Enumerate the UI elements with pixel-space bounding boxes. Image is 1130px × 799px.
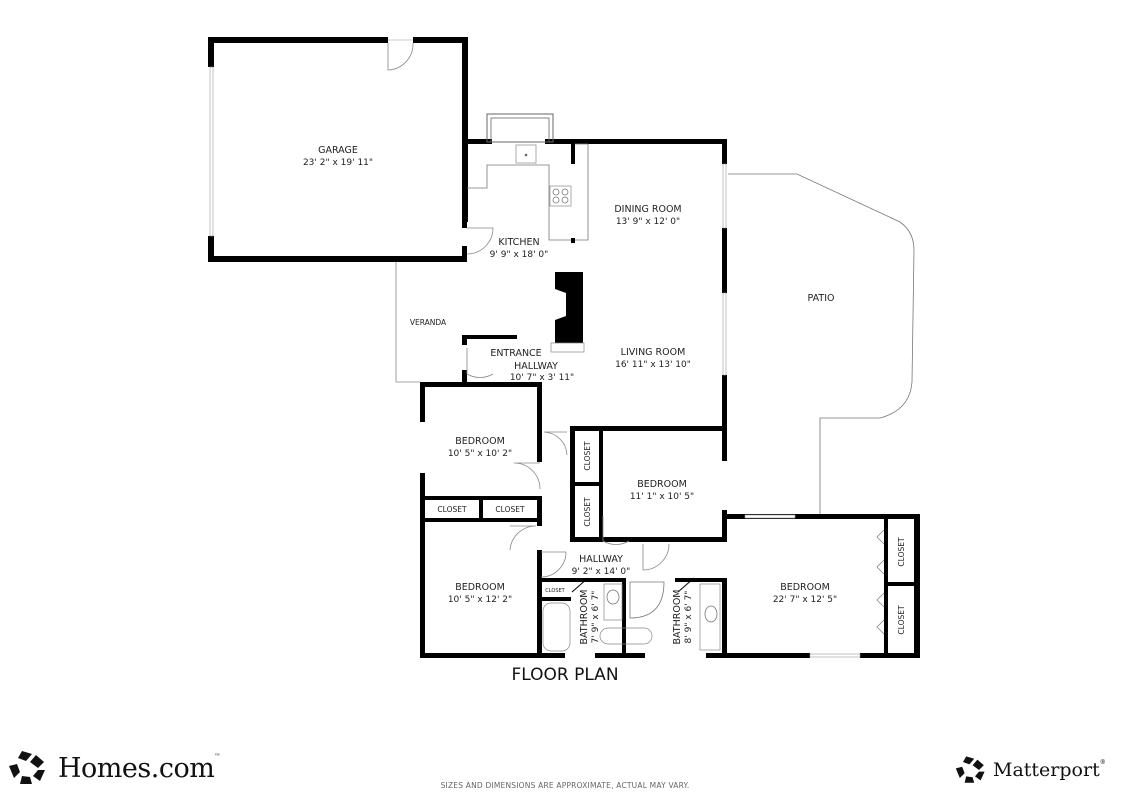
closet-label: CLOSET bbox=[897, 605, 906, 635]
bedroom-1-label: BEDROOM bbox=[455, 436, 505, 447]
bedroom-2-label: BEDROOM bbox=[637, 479, 687, 490]
floor-plan-title: FLOOR PLAN bbox=[511, 665, 619, 685]
hallway-label: HALLWAY bbox=[579, 554, 623, 565]
dining-room-dims: 13' 9" x 12' 0" bbox=[616, 217, 680, 227]
bathroom-1-dims: 7' 9" x 6' 7" bbox=[591, 591, 601, 644]
bedroom-1-walls bbox=[420, 382, 542, 658]
homes-logo: Homes.com™ bbox=[8, 750, 220, 786]
dining-room-label: DINING ROOM bbox=[614, 204, 681, 215]
bedroom-4-walls bbox=[722, 514, 920, 658]
main-walls bbox=[462, 113, 727, 430]
homes-star-icon bbox=[9, 751, 45, 784]
closet-label: CLOSET bbox=[545, 588, 565, 594]
garage-label: GARAGE bbox=[318, 145, 358, 156]
bedroom-4-label: BEDROOM bbox=[780, 582, 830, 593]
entrance-hallway-label-1: ENTRANCE bbox=[490, 348, 541, 359]
matterport-star-icon bbox=[955, 756, 985, 783]
closet-label: CLOSET bbox=[897, 537, 906, 567]
bathroom-1-label: BATHROOM bbox=[579, 590, 590, 645]
closet-label: CLOSET bbox=[583, 441, 592, 471]
living-room-label: LIVING ROOM bbox=[621, 347, 686, 358]
hallway-dims: 9' 2" x 14' 0" bbox=[572, 567, 631, 577]
closet-label: CLOSET bbox=[437, 505, 467, 514]
entrance-hallway-dims: 10' 7" x 3' 11" bbox=[510, 373, 574, 383]
patio-outline bbox=[728, 173, 915, 516]
disclaimer-text: SIZES AND DIMENSIONS ARE APPROXIMATE, AC… bbox=[440, 781, 690, 790]
bedroom-2-dims: 11' 1" x 10' 5" bbox=[630, 492, 694, 502]
bathroom-2-label: BATHROOM bbox=[672, 590, 683, 645]
veranda-outline bbox=[395, 262, 420, 383]
bathroom-2-dims: 8' 9" x 6' 7" bbox=[684, 591, 694, 644]
bathroom-walls bbox=[537, 543, 727, 658]
homes-logo-text: Homes.com™ bbox=[58, 752, 220, 784]
matterport-logo: Matterport® bbox=[955, 755, 1106, 785]
garage-dims: 23' 2" x 19' 11" bbox=[303, 158, 373, 168]
garage-walls bbox=[208, 37, 468, 262]
bedroom-3-walls bbox=[420, 550, 571, 658]
bedroom-3-dims: 10' 5" x 12' 2" bbox=[448, 595, 512, 605]
matterport-logo-text: Matterport® bbox=[993, 759, 1106, 781]
bedroom-4-dims: 22' 7" x 12' 5" bbox=[773, 595, 837, 605]
bedroom-1-dims: 10' 5" x 10' 2" bbox=[448, 449, 512, 459]
bedroom-3-label: BEDROOM bbox=[455, 582, 505, 593]
closet-label: CLOSET bbox=[495, 505, 525, 514]
veranda-label: VERANDA bbox=[410, 318, 447, 327]
kitchen-dims: 9' 9" x 18' 0" bbox=[490, 250, 549, 260]
bedroom-2-walls bbox=[543, 426, 727, 545]
patio-label: PATIO bbox=[808, 293, 835, 304]
living-room-dims: 16' 11" x 13' 10" bbox=[615, 360, 691, 370]
entrance-hallway-label-2: HALLWAY bbox=[514, 361, 558, 372]
kitchen-label: KITCHEN bbox=[498, 237, 539, 248]
closet-label: CLOSET bbox=[583, 497, 592, 527]
